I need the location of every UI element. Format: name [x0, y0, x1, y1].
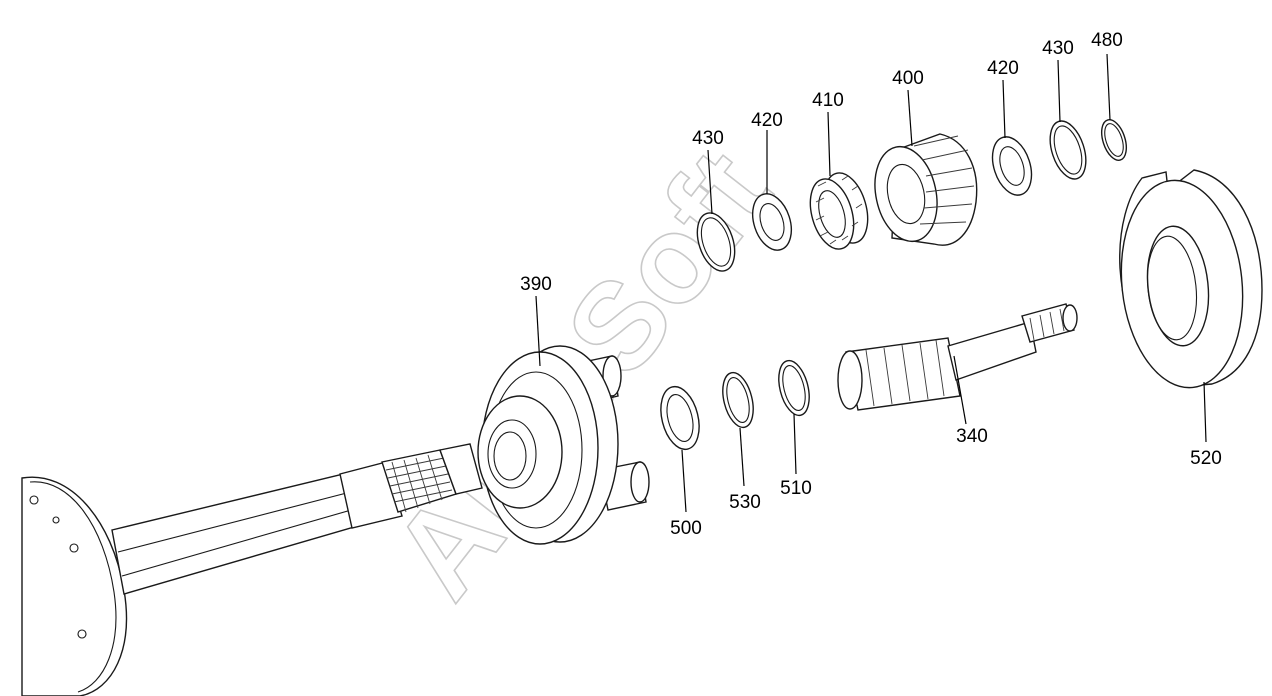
callout-340: 340 [956, 426, 988, 447]
axle-shaft [21, 443, 483, 696]
callout-430-left: 430 [692, 128, 724, 149]
washer-500 [660, 385, 700, 451]
callout-420-left: 420 [751, 110, 783, 131]
snap-ring-430-a [696, 212, 736, 272]
callout-420-right: 420 [987, 58, 1019, 79]
snap-ring-510 [778, 359, 810, 417]
ring-530 [722, 371, 754, 429]
planet-gear-400 [874, 133, 978, 246]
thrust-washer-420-a [751, 193, 793, 251]
callout-530: 530 [729, 492, 761, 513]
callout-430-right: 430 [1042, 38, 1074, 59]
sun-gear-shaft [837, 303, 1078, 411]
callout-410: 410 [812, 90, 844, 111]
snap-ring-430-b [1049, 120, 1087, 180]
needle-bearing-410 [809, 172, 869, 250]
callout-labels: 390 430 420 410 400 420 430 480 500 530 … [520, 30, 1222, 539]
callout-480: 480 [1091, 30, 1123, 51]
callout-500: 500 [670, 518, 702, 539]
callout-390: 390 [520, 274, 552, 295]
callout-510: 510 [780, 478, 812, 499]
snap-ring-480 [1100, 119, 1128, 161]
leader-lines [535, 53, 1207, 513]
clutch-plate-520 [1119, 169, 1263, 389]
callout-520: 520 [1190, 448, 1222, 469]
planet-carrier [477, 345, 650, 545]
thrust-washer-420-b [991, 136, 1033, 196]
callout-400: 400 [892, 68, 924, 89]
